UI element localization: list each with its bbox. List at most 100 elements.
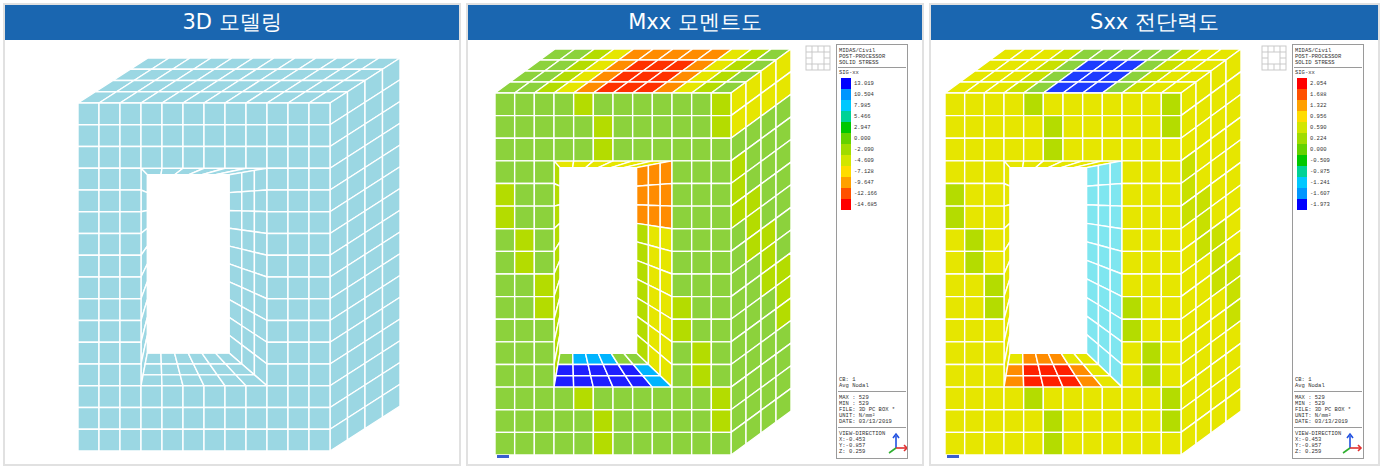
mesh-element bbox=[254, 190, 267, 212]
mesh-element bbox=[267, 190, 288, 212]
mesh-element bbox=[945, 206, 965, 229]
mesh-element bbox=[984, 410, 1004, 433]
mesh-element bbox=[534, 229, 554, 252]
legend-info-text: Z: 0.259 bbox=[839, 449, 865, 455]
box-model bbox=[78, 58, 400, 451]
mesh-element bbox=[652, 93, 672, 116]
axis-x bbox=[896, 447, 906, 449]
mesh-element bbox=[945, 161, 965, 184]
panel-title: Mxx 모멘트도 bbox=[628, 10, 762, 34]
mesh-element bbox=[652, 432, 672, 455]
mesh-element bbox=[692, 432, 712, 455]
mesh-element bbox=[309, 234, 330, 256]
mesh-element bbox=[1161, 342, 1181, 365]
legend-info-text: SOLID STRESS bbox=[839, 60, 879, 66]
mesh-element bbox=[267, 234, 288, 256]
mesh-element bbox=[365, 396, 383, 429]
mesh-element bbox=[672, 297, 692, 320]
legend-value: 2.947 bbox=[854, 125, 871, 131]
mesh-element bbox=[1008, 353, 1023, 364]
mesh-element bbox=[288, 234, 309, 256]
box-models bbox=[78, 49, 1241, 455]
mesh-element bbox=[288, 168, 309, 190]
mesh-element bbox=[495, 365, 515, 388]
mesh-element bbox=[1063, 138, 1083, 161]
mesh-element bbox=[254, 168, 267, 191]
mesh-element bbox=[692, 138, 712, 161]
mesh-element bbox=[984, 432, 1004, 455]
mesh-element bbox=[1122, 251, 1142, 274]
mesh-element bbox=[1211, 399, 1226, 433]
mesh-element bbox=[1142, 342, 1162, 365]
mesh-element bbox=[945, 138, 965, 161]
mesh-element bbox=[267, 386, 288, 408]
mesh-element bbox=[242, 211, 255, 232]
mesh-element bbox=[945, 319, 965, 342]
mesh-element bbox=[554, 387, 574, 410]
mesh-element bbox=[515, 229, 535, 252]
axis-y bbox=[889, 448, 896, 453]
mesh-element bbox=[1102, 387, 1122, 410]
mesh-element bbox=[495, 116, 515, 139]
mesh-element bbox=[99, 234, 120, 256]
mesh-element bbox=[515, 297, 535, 320]
mesh-element bbox=[965, 229, 985, 252]
mesh-element bbox=[534, 161, 554, 184]
legend-value: 5.466 bbox=[854, 114, 871, 120]
mesh-element bbox=[945, 387, 965, 410]
mesh-element bbox=[534, 387, 554, 410]
mesh-element bbox=[120, 255, 141, 277]
legend-value: -12.166 bbox=[854, 191, 877, 197]
legend-info-text: Z: 0.259 bbox=[1295, 449, 1321, 455]
mesh-element bbox=[633, 410, 653, 433]
mesh-element bbox=[1102, 93, 1122, 116]
mesh-element bbox=[288, 255, 309, 277]
mesh-element bbox=[120, 277, 141, 299]
mesh-element bbox=[672, 365, 692, 388]
mesh-element bbox=[1122, 161, 1142, 184]
mesh-element bbox=[554, 138, 574, 161]
legend-rule bbox=[1294, 67, 1362, 68]
legend-value: -0.509 bbox=[1310, 158, 1330, 164]
mesh-element bbox=[141, 125, 162, 147]
mesh-element bbox=[1142, 184, 1162, 207]
mesh-element bbox=[945, 297, 965, 320]
mesh-element bbox=[1083, 365, 1110, 376]
mesh-element bbox=[1024, 432, 1044, 455]
mesh-element bbox=[711, 365, 731, 388]
mesh-element bbox=[309, 277, 330, 299]
mesh-element bbox=[267, 408, 288, 430]
mesh-element bbox=[120, 147, 141, 169]
figure-panel: Mxx 모멘트도MIDAS/CivilPOST-PROCESSORSOLID S… bbox=[466, 3, 924, 466]
mesh-element bbox=[574, 138, 594, 161]
mesh-element bbox=[120, 321, 141, 343]
mesh-element bbox=[309, 103, 330, 125]
mesh-element bbox=[672, 93, 692, 116]
mesh-element bbox=[593, 93, 613, 116]
mesh-element bbox=[711, 229, 731, 252]
mesh-element bbox=[1122, 274, 1142, 297]
legend-value: 1.688 bbox=[1310, 92, 1327, 98]
mesh-element bbox=[965, 251, 985, 274]
legend-swatch bbox=[841, 177, 851, 188]
mesh-element bbox=[593, 387, 613, 410]
mesh-element bbox=[495, 184, 515, 207]
mesh-element bbox=[534, 319, 554, 342]
mesh-element bbox=[672, 116, 692, 139]
mesh-element bbox=[1142, 116, 1162, 139]
mesh-element bbox=[515, 184, 535, 207]
mesh-element bbox=[1004, 387, 1024, 410]
mesh-element bbox=[143, 364, 162, 375]
mesh-element bbox=[1004, 93, 1024, 116]
mesh-element bbox=[633, 387, 653, 410]
mesh-element bbox=[99, 299, 120, 321]
mesh-element bbox=[288, 364, 309, 386]
mesh-element bbox=[1043, 410, 1063, 433]
mesh-element bbox=[78, 299, 99, 321]
mesh-element bbox=[692, 410, 712, 433]
mesh-element bbox=[672, 432, 692, 455]
mesh-element bbox=[78, 212, 99, 234]
mesh-element bbox=[574, 116, 594, 139]
legend-swatch bbox=[1297, 100, 1307, 111]
mesh-element bbox=[1122, 387, 1142, 410]
